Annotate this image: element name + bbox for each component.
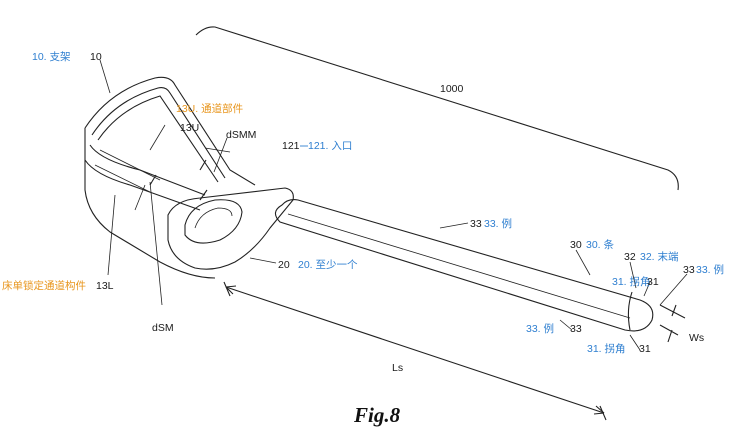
label-20-cn: 20. 至少一个 — [298, 259, 358, 271]
label-33c-cn: 33. 例 — [526, 322, 554, 335]
end-32 — [627, 291, 633, 331]
label-20: 20 — [278, 259, 290, 271]
dimension-Ls — [225, 286, 605, 414]
label-32: 32 — [624, 251, 636, 263]
label-33c: 33 — [570, 323, 582, 335]
label-31a: 31 — [647, 276, 659, 288]
label-dSMM: dSMM — [226, 129, 256, 141]
label-10: 10 — [90, 51, 102, 63]
figure-caption: Fig.8 — [353, 403, 401, 427]
label-lock-channel-cn: 床单锁定通道构件 — [2, 279, 86, 292]
plate-20 — [167, 187, 294, 270]
label-30: 30 — [570, 239, 582, 251]
label-33b: 33 — [683, 264, 695, 276]
bracket-1000 — [195, 26, 679, 191]
label-support-cn: 10. 支架 — [32, 51, 71, 63]
label-31b: 31 — [639, 343, 651, 355]
opening-121 — [184, 199, 243, 244]
label-strip-cn: 30. 条 — [586, 238, 615, 251]
label-121: 121 — [282, 140, 300, 152]
label-inlet-cn: 121. 入口 — [308, 140, 352, 152]
label-13U: 13U — [180, 122, 199, 134]
label-13L: 13L — [96, 280, 114, 292]
label-end-cn: 32. 末端 — [640, 250, 679, 263]
dimension-Ws — [659, 304, 686, 336]
label-dSM: dSM — [152, 322, 174, 334]
label-corner-b-cn: 31. 拐角 — [587, 342, 626, 355]
housing-body — [84, 128, 216, 279]
label-33b-cn: 33. 例 — [696, 263, 724, 276]
label-33a-cn: 33. 例 — [484, 217, 512, 230]
label-1000: 1000 — [440, 83, 464, 95]
label-33a: 33 — [470, 218, 482, 230]
label-Ws: Ws — [689, 332, 704, 344]
support-10 — [84, 76, 256, 186]
label-corner-a-cn: 31. 拐角 — [612, 275, 651, 288]
label-channel-cn: 13U. 通道部件 — [176, 102, 243, 115]
strip-30 — [274, 199, 654, 332]
label-Ls: Ls — [392, 362, 403, 374]
